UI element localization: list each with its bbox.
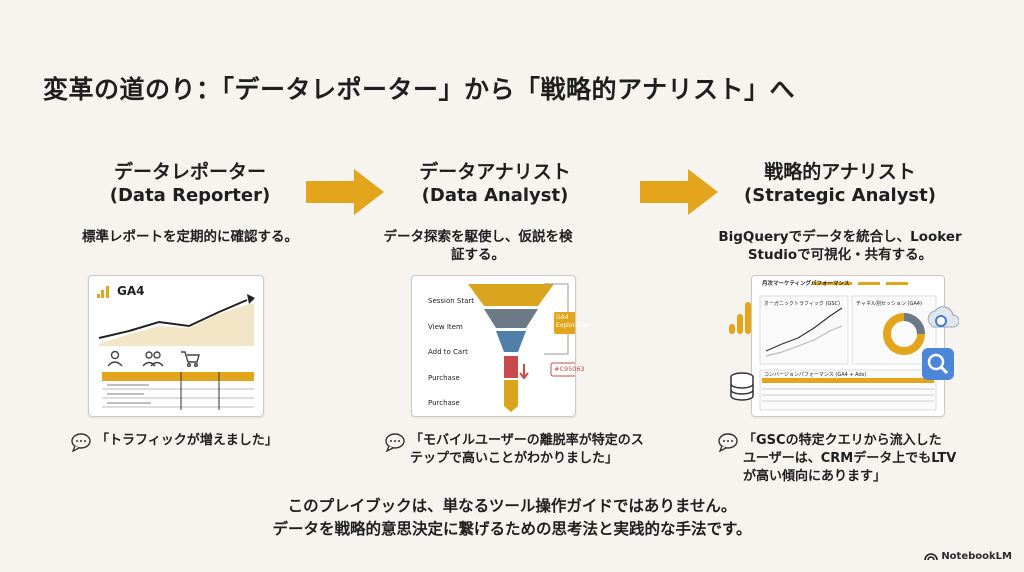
quote-line: ユーザーは、CRMデータ上でもLTV (743, 451, 957, 466)
funnel-step-label: Add to Cart (428, 348, 468, 356)
speech-bubble-icon (718, 433, 738, 452)
stage-description-line: Studioで可視化・共有する。 (747, 247, 933, 263)
stage-description: データ探索を駆使し、仮説を検証する。 (383, 229, 573, 263)
stage-name: 戦略的アナリスト (764, 161, 916, 183)
quote-line: 「GSCの特定クエリから流入した (743, 433, 942, 448)
ga4-label: GA4 (117, 284, 145, 298)
panel-title: チャネル別セッション (GA4) (856, 301, 922, 307)
users-icon (142, 351, 164, 367)
stage-strategic-analyst: 戦略的アナリスト (Strategic Analyst) BigQueryでデー… (690, 160, 990, 264)
segment-tag: #C95063 (554, 365, 585, 373)
funnel-step-list: Session Start View Item Add to Cart Purc… (428, 289, 474, 417)
bottom-statement: このプレイブックは、単なるツール操作ガイドではありません。 データを戦略的意思決… (0, 495, 1024, 541)
stage-description: 標準レポートを定期的に確認する。 (82, 229, 298, 245)
stage-name: データレポーター (113, 161, 266, 183)
slide-title: 変革の道のり：「データレポーター」から「戦略的アナリスト」へ (43, 75, 796, 104)
stage-name: データアナリスト (419, 161, 571, 183)
funnel-step-label: Session Start (428, 297, 475, 305)
gsc-logo-icon (927, 306, 959, 328)
callout-line: Exploration (556, 322, 591, 329)
quote-text: 「モバイルユーザーの離脱率が特定のステップで高いことがわかりました」 (410, 433, 644, 466)
arrow-right-icon (306, 169, 384, 215)
quote-text: 「トラフィックが増えました」 (96, 433, 278, 448)
ga4-logo-icon (729, 302, 751, 334)
funnel-step-label: View Item (428, 322, 463, 331)
quote-line: が高い傾向にあります」 (743, 469, 887, 484)
dashboard-heading: 月次マーケティングパフォーマンス (762, 281, 850, 287)
stage-english-name: (Data Reporter) (109, 185, 271, 206)
notebooklm-brand: NotebookLM (924, 551, 1012, 562)
bigquery-icon (922, 348, 954, 380)
stage-description: BigQueryでデータを統合し、Looker Studioで可視化・共有する。 (690, 228, 990, 264)
stage-description-line: BigQueryでデータを統合し、Looker (718, 229, 962, 245)
stage-data-reporter: データレポーター (Data Reporter) 標準レポートを定期的に確認する… (70, 160, 310, 246)
ga4-logo-icon (97, 286, 109, 298)
quote-text: 「GSCの特定クエリから流入した ユーザーは、CRMデータ上でもLTV が高い傾… (743, 432, 997, 486)
user-icon (107, 350, 123, 367)
callout-line: GA4 (556, 314, 569, 321)
brand-label: NotebookLM (941, 551, 1012, 562)
arrow-right-icon (640, 169, 718, 215)
quote-data-reporter: 「トラフィックが増えました」 (70, 432, 310, 452)
cart-icon (181, 351, 200, 367)
panel-title: オーガニックトラフィック (GSC) (764, 301, 840, 307)
quote-data-analyst: 「モバイルユーザーの離脱率が特定のステップで高いことがわかりました」 (384, 432, 654, 468)
speech-bubble-icon (71, 433, 91, 452)
funnel-exploration-card: Session Start View Item Add to Cart Purc… (411, 275, 594, 417)
notebooklm-logo-icon (924, 553, 939, 561)
funnel-step-label: Purchase (428, 399, 460, 407)
funnel-step-label: Purchase (428, 373, 460, 382)
table-title: コンバージョンパフォーマンス (GA4 + Ads) (764, 372, 867, 378)
bottom-statement-line: データを戦略的意思決定に繋げるための思考法と実践的な手法です。 (272, 520, 752, 538)
quote-strategic-analyst: 「GSCの特定クエリから流入した ユーザーは、CRMデータ上でもLTV が高い傾… (717, 432, 997, 486)
stage-english-name: (Data Analyst) (421, 185, 569, 206)
ga4-exploration-callout: GA4 Exploration (556, 314, 590, 330)
ga4-report-illustration (97, 286, 255, 410)
dashboard-illustration (759, 282, 937, 411)
looker-dashboard-card: 月次マーケティングパフォーマンス オーガニックトラフィック (GSC) チャネル… (751, 275, 945, 417)
database-icon (730, 372, 754, 401)
stage-english-name: (Strategic Analyst) (744, 185, 936, 206)
ga4-report-card: GA4 (88, 275, 264, 417)
stage-data-analyst: データアナリスト (Data Analyst) データ探索を駆使し、仮説を検証す… (375, 160, 615, 264)
bottom-statement-line: このプレイブックは、単なるツール操作ガイドではありません。 (287, 497, 737, 515)
speech-bubble-icon (385, 433, 405, 452)
